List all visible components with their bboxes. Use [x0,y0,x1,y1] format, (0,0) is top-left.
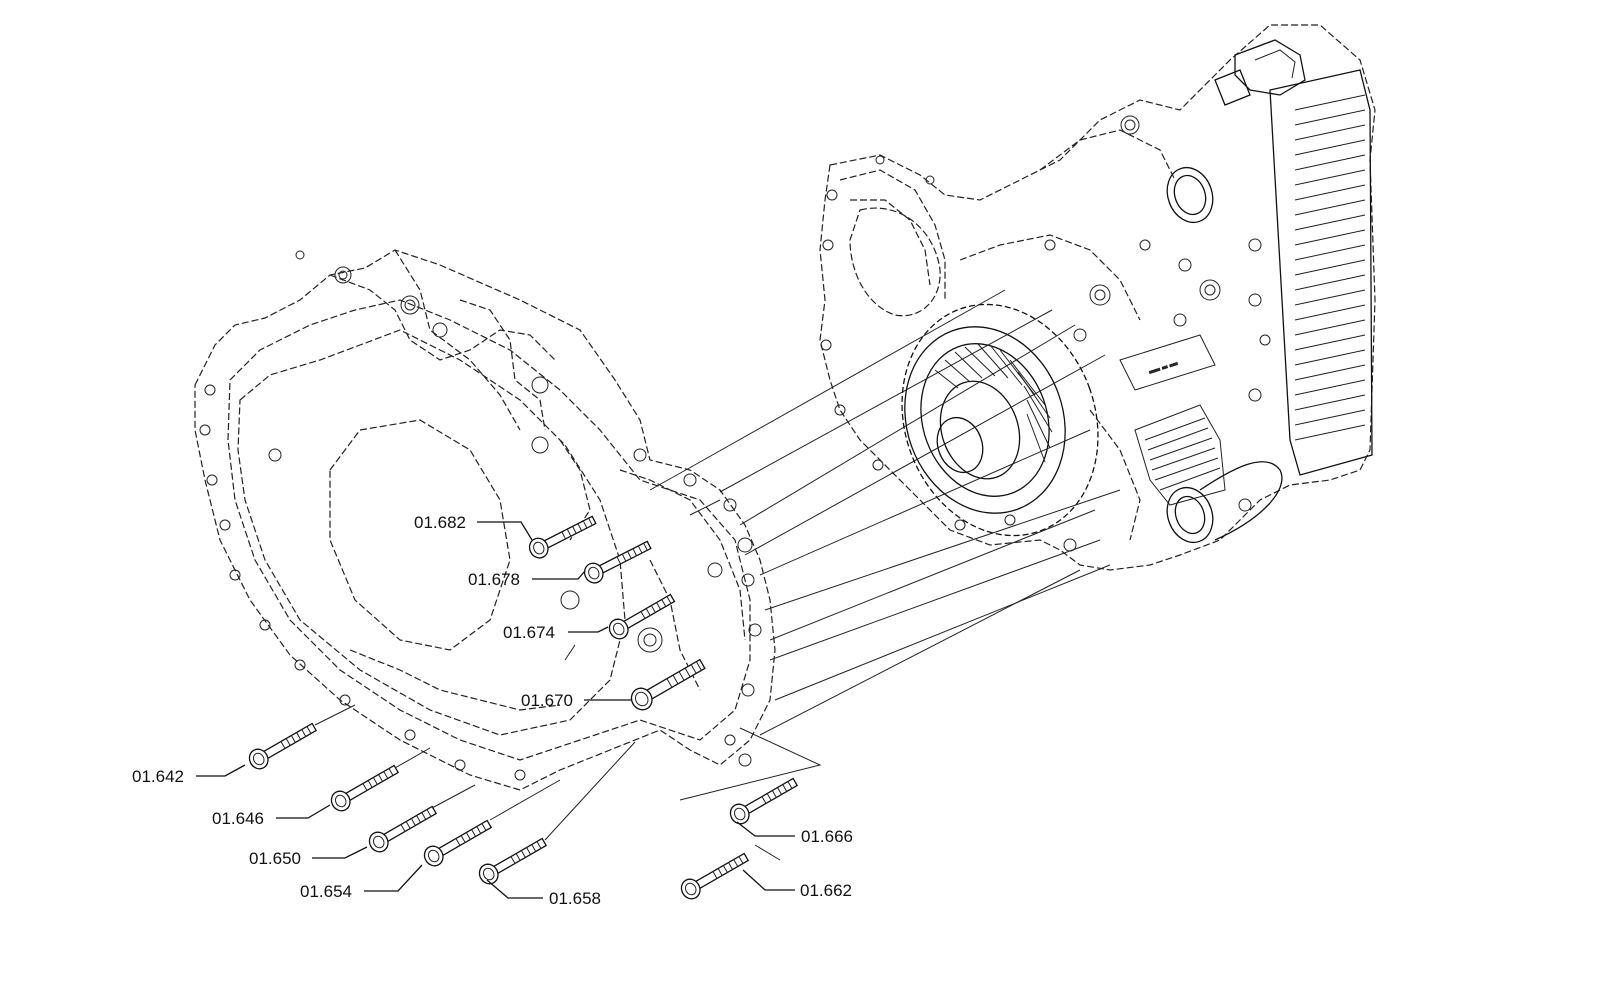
callout-01-646: 01.646 [212,809,264,828]
control-module: ▪▪▪▪ ▪▪ ▪▪▪ [1119,334,1226,506]
callout-01-670: 01.670 [521,691,573,710]
oil-cooler [1214,39,1373,476]
alignment-lines [649,289,1121,736]
bolt-01-678 [583,540,652,584]
bolt-01-682 [528,515,597,559]
bolt-01-646 [330,764,400,812]
callout-01-658: 01.658 [549,889,601,908]
part-stamp: ▪▪▪▪ ▪▪ ▪▪▪ [1148,359,1179,377]
callout-01-650: 01.650 [249,849,301,868]
bell-housing [194,249,776,791]
bolt-01-674 [608,593,676,640]
callout-01-642: 01.642 [132,767,184,786]
callout-01-654: 01.654 [300,882,352,901]
differential-gear [901,303,1099,537]
bolt-01-658 [478,837,548,885]
bolt-01-654 [423,819,493,867]
callout-01-666: 01.666 [801,827,853,846]
callout-01-662: 01.662 [800,881,852,900]
bolts [248,515,799,900]
bolt-01-670 [630,658,706,711]
rear-housing: ▪▪▪▪ ▪▪ ▪▪▪ [819,24,1376,571]
bolt-01-666 [729,777,799,825]
bolt-01-650 [368,805,438,853]
callout-01-678: 01.678 [468,570,520,589]
bolt-01-662 [680,852,750,900]
bolt-01-642 [248,722,318,770]
bolt-guide-lines [314,644,822,861]
leader-lines [196,521,795,899]
callout-01-674: 01.674 [503,623,555,642]
callout-01-682: 01.682 [414,513,466,532]
callout-labels: 01.682 01.678 01.674 01.670 01.642 01.64… [132,513,853,908]
